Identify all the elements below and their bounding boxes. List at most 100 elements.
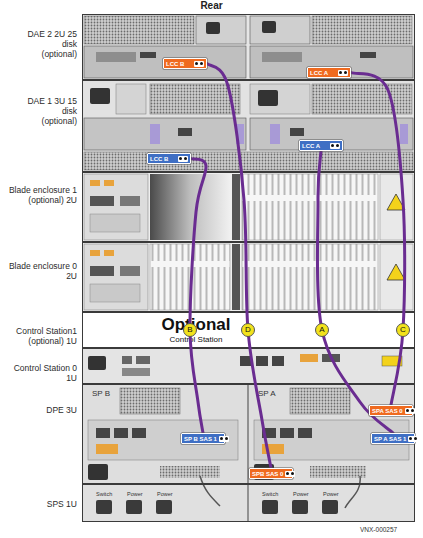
blade-chassis [82,242,415,312]
port-dot [220,437,223,440]
blade-chassis [84,174,148,240]
port-tag: LCC B [163,58,207,69]
port-icon [405,408,415,414]
dae-chassis [400,124,408,144]
port-icon [219,436,229,442]
tag-text: SPA SAS 0 [372,408,403,414]
control-station-chassis [322,354,340,362]
dpe-chassis [310,466,366,478]
blade-chassis [232,244,240,310]
sps-chassis [96,500,112,514]
dae-chassis [84,118,246,150]
dpe-chassis [114,428,128,438]
dae-chassis [236,124,244,144]
dae-chassis [178,128,192,136]
sps-chassis [200,476,360,508]
dae-chassis [116,84,146,114]
dae-chassis [262,52,302,62]
control-station-chassis [82,348,415,384]
blade-chassis [82,172,415,242]
side-label: DAE 1 3U 15 disk (optional) [27,96,77,126]
dae-chassis [312,16,412,44]
side-label: DPE 3U [1,405,77,415]
tag-text: LCC A [310,70,328,76]
side-label: Control Station1 (optional) 1U [1,326,77,346]
dpe-chassis [262,444,284,454]
sps-chassis [82,476,415,522]
part-label: SP A [258,389,276,398]
blade-chassis [90,196,114,206]
blade-chassis [242,174,378,240]
port-dot [184,157,187,160]
dae-chassis [270,124,280,144]
sps-chassis [292,500,308,514]
part-label: Switch [262,491,278,498]
port-icon [408,436,418,442]
dae-chassis [84,16,194,44]
dpe-chassis [120,388,180,414]
tag-text: SP B SAS 1 [184,436,217,442]
control-station-chassis [122,356,132,364]
dae-chassis [96,52,136,62]
port-dot [200,62,203,65]
enclosure-box: DPE 3USP B SAS 1SP A SAS 1SPB SAS 0SPA S… [82,384,415,484]
dpe-chassis [290,388,350,414]
sas-cable [207,64,271,469]
blade-chassis [232,174,240,240]
port-tag: LCC A [307,67,351,78]
callout-letter: D [241,323,255,337]
blade-chassis [82,242,415,312]
port-icon [194,61,204,67]
dpe-chassis [280,428,294,438]
blade-chassis [90,266,114,276]
blade-chassis [242,244,378,310]
dae-chassis [250,16,310,44]
sps-chassis [322,500,338,514]
port-dot [291,472,294,475]
tag-text: SPB SAS 0 [252,471,283,477]
sps-chassis [82,484,415,522]
port-icon [338,70,348,76]
tag-text: SP A SAS 1 [374,436,406,442]
callout-letter: C [396,323,410,337]
part-label: Power [157,491,173,498]
dae-chassis [250,46,413,78]
control-station-chassis [136,356,150,364]
part-label: VNX-000257 [360,526,397,534]
dpe-chassis [132,428,146,438]
dae-chassis [312,84,412,114]
part-label: Power [323,491,339,498]
dpe-chassis [82,384,415,484]
part-label: SP B [92,389,110,398]
control-station-chassis [300,354,318,362]
enclosure-box: Blade enclosure 0 2U [82,242,415,312]
port-icon [285,471,295,477]
blade-chassis [90,214,140,232]
sas-cable [190,159,206,434]
port-dot [195,62,198,65]
control-station-chassis [256,356,268,366]
dae-chassis [90,88,110,104]
dae-chassis [290,128,304,136]
control-station-chassis [82,348,415,384]
blade-chassis [90,250,100,256]
port-dot [344,71,347,74]
dae-chassis [360,52,376,58]
port-dot [286,472,289,475]
dpe-chassis [298,428,312,438]
blade-chassis [90,180,100,186]
dae-chassis [150,124,160,144]
enclosure-box: Blade enclosure 1 (optional) 2U [82,172,415,242]
port-dot [336,144,339,147]
dpe-chassis [96,428,110,438]
blade-chassis [84,244,148,310]
dae-chassis [84,152,413,170]
dae-chassis [82,80,415,172]
enclosure-box: DAE 1 3U 15 disk (optional)LCC BLCC A [82,80,415,172]
port-tag: SPA SAS 0 [369,405,413,416]
sps-chassis [262,500,278,514]
dpe-chassis [88,420,238,460]
blade-chassis [150,174,230,240]
sas-cable [351,73,405,406]
